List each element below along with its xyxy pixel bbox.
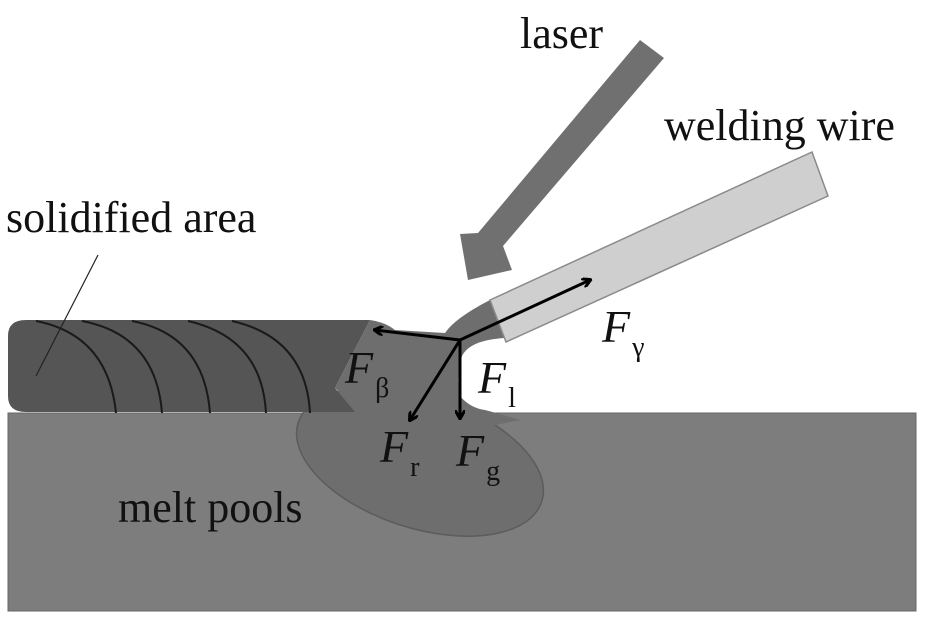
laser-beam-arrow bbox=[460, 40, 664, 280]
label-force-gamma: Fγ bbox=[601, 301, 644, 363]
force-arrow-beta bbox=[375, 330, 461, 342]
force-arrow-r bbox=[410, 339, 462, 420]
welding-wire bbox=[489, 150, 829, 344]
solidified-area-leader bbox=[35, 254, 99, 377]
label-welding-wire: welding wire bbox=[664, 101, 895, 150]
label-force-beta: Fβ bbox=[344, 342, 389, 404]
force-arrows bbox=[375, 280, 590, 420]
solidification-ripples bbox=[35, 320, 311, 414]
label-melt-pools: melt pools bbox=[118, 483, 303, 532]
label-laser: laser bbox=[520, 9, 603, 58]
solidified-bead bbox=[8, 320, 370, 412]
label-force-l: Fl bbox=[477, 352, 516, 414]
force-arrow-gamma bbox=[459, 280, 590, 342]
label-force-r: Fr bbox=[379, 421, 420, 483]
label-force-g: Fg bbox=[455, 425, 500, 487]
label-solidified-area: solidified area bbox=[6, 193, 256, 242]
